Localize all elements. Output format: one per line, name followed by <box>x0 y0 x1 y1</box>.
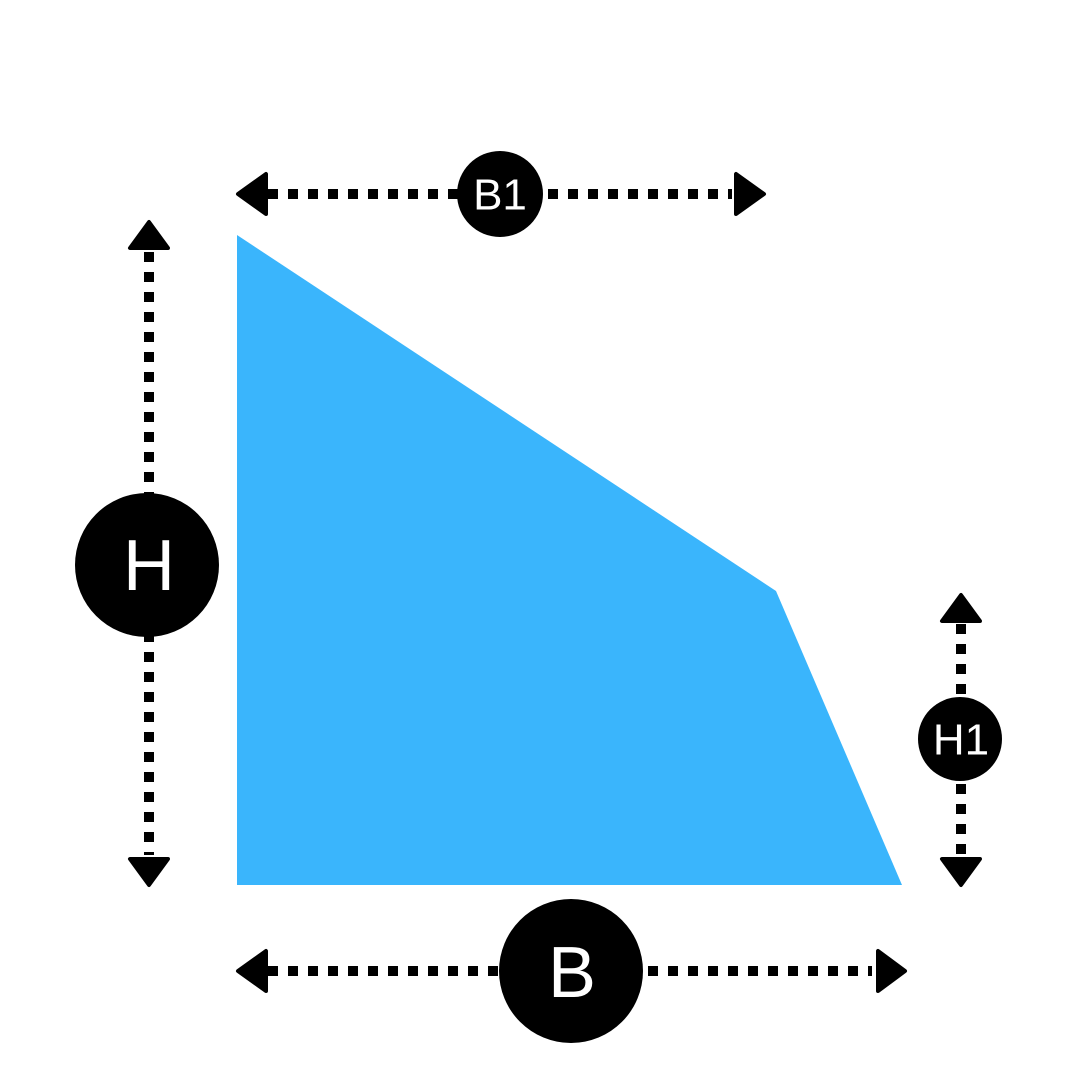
dimension-h1-label: H1 <box>933 716 989 765</box>
dimension-b-badge <box>499 899 643 1043</box>
dimension-b1-arrow-right <box>734 172 766 216</box>
dimension-b1-badge <box>457 151 543 237</box>
shape-polygon <box>237 235 902 885</box>
dimension-b1-arrow-left <box>236 172 268 216</box>
dimension-h-arrow-bottom <box>128 857 170 887</box>
dimension-h1-arrow-top <box>940 593 982 623</box>
dimension-h1-arrow-bottom <box>940 857 982 887</box>
dimension-b-arrow-right <box>876 949 907 993</box>
dimension-b-arrow-left <box>236 949 268 993</box>
dimension-b1-label: B1 <box>473 171 527 220</box>
dimension-b-label: B <box>548 933 596 1013</box>
dimension-h-badge <box>75 493 219 637</box>
dimension-h-label: H <box>123 526 175 606</box>
dimension-b1: B1 <box>236 151 766 237</box>
dimension-h1-badge <box>918 697 1002 781</box>
dimension-b: B <box>236 899 907 1043</box>
dimension-h: H <box>75 220 219 887</box>
dimension-h-arrow-top <box>128 220 170 250</box>
dimension-h1: H1 <box>918 593 1002 887</box>
